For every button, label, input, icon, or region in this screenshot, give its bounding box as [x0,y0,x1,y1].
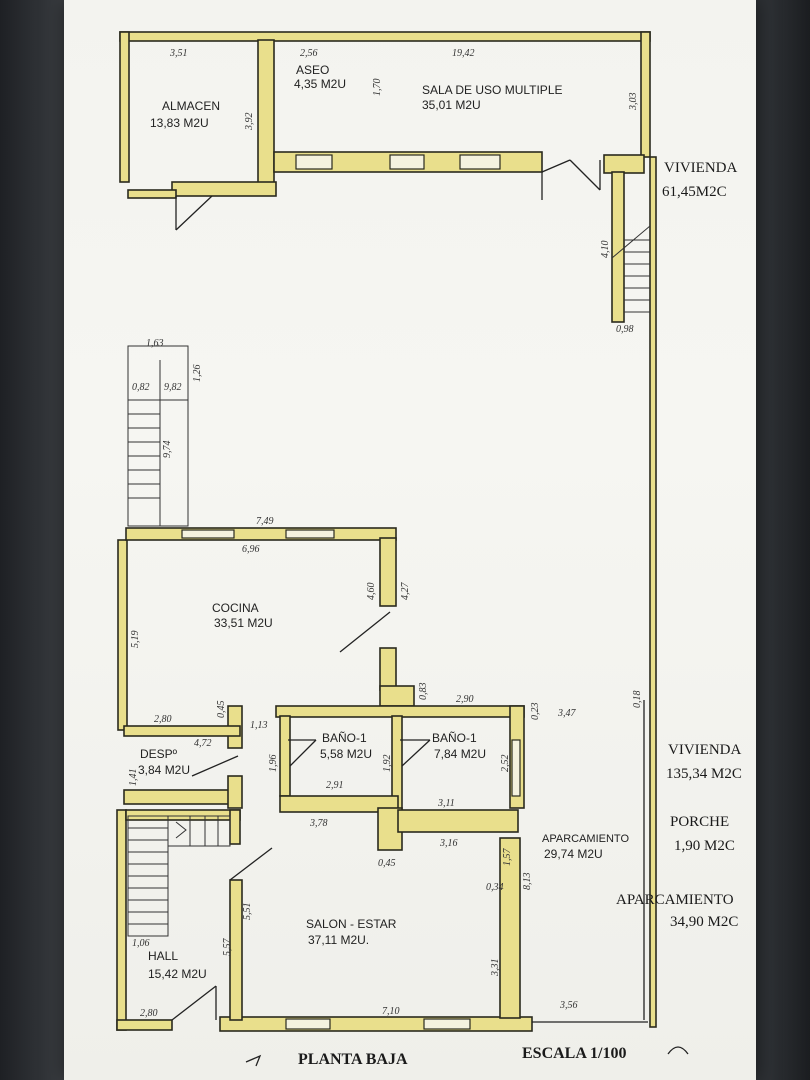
room-bano1-name: BAÑO-1 [322,731,367,745]
side-vivienda1-name: VIVIENDA [664,160,737,176]
dim-label: 1,63 [146,338,164,349]
dim-label: 0,18 [632,691,643,709]
room-aparc-area: 29,74 M2U [544,847,603,861]
room-aseo-name: ASEO [296,63,329,77]
door-swings [171,159,648,1023]
dim-label: 3,56 [559,1000,578,1011]
dim-label: 1,92 [382,755,393,773]
dim-label: 4,10 [600,241,611,259]
dim-label: 4,72 [194,738,212,749]
dim-label: 1,26 [192,365,203,383]
side-vivienda2-name: VIVIENDA [668,742,741,758]
room-hall-name: HALL [148,949,178,963]
dim-label: 1,70 [372,79,383,97]
salon-walls [125,809,521,1030]
room-labels: ALMACEN 13,83 M2U ASEO 4,35 M2U SALA DE … [138,63,629,981]
kitchen-walls [123,527,525,809]
dim-label: 19,42 [452,48,475,59]
dim-label: 2,90 [456,694,474,705]
dim-label: 3,92 [244,113,255,132]
dim-label: 2,80 [154,714,172,725]
dim-label: 0,83 [418,683,429,701]
dim-label: 0,34 [486,882,504,893]
stairs-right [611,225,651,313]
room-bano1-area: 5,58 M2U [320,747,372,761]
dim-label: 3,47 [557,708,577,719]
room-sala-area: 35,01 M2U [422,98,481,112]
side-aparcamiento-name: APARCAMIENTO [616,892,734,908]
dim-label: 3,31 [490,959,501,978]
dim-label: 5,57 [222,938,233,957]
stamp-mark-icon [667,1046,689,1055]
dim-label: 0,45 [216,701,227,719]
plan-title: PLANTA BAJA [298,1051,408,1068]
dim-label: 2,80 [140,1008,158,1019]
dim-label: 0,45 [378,858,396,869]
room-bano2-area: 7,84 M2U [434,747,486,761]
room-aseo-area: 4,35 M2U [294,77,346,91]
plan-scale: ESCALA 1/100 [522,1045,626,1062]
room-desp-name: DESPº [140,747,178,761]
room-sala-name: SALA DE USO MULTIPLE [422,83,563,97]
dim-label: 3,78 [309,818,328,829]
dim-label: 2,52 [500,755,511,773]
dim-label: 3,03 [628,93,639,112]
room-cocina-name: COCINA [212,601,259,615]
dim-label: 2,56 [300,48,318,59]
room-almacen-area: 13,83 M2U [150,116,209,130]
dim-label: 0,82 [132,382,150,393]
dimension-labels: 3,51 2,56 19,42 3,92 1,70 3,03 4,10 0,98… [128,48,643,1019]
stairs-hall [127,815,231,937]
dim-label: 7,10 [382,1006,400,1017]
room-salon-name: SALON - ESTAR [306,917,397,931]
dim-label: 6,96 [242,544,260,555]
upper-walls [127,39,645,323]
footer: PLANTA BAJA ESCALA 1/100 [245,1045,689,1068]
dim-label: 0,98 [616,324,634,335]
room-cocina-area: 33,51 M2U [214,616,273,630]
dim-label: 3,11 [437,798,455,809]
dim-label: 2,91 [326,780,344,791]
dim-label: 1,96 [268,755,279,773]
side-aparcamiento-area: 34,90 M2C [670,914,738,930]
dim-label: 5,19 [130,631,141,649]
north-arrow-icon [245,1054,262,1067]
side-porche-name: PORCHE [670,814,729,830]
side-labels: VIVIENDA 61,45M2C VIVIENDA 135,34 M2C PO… [616,160,742,930]
room-desp-area: 3,84 M2U [138,763,190,777]
dim-label: 1,13 [250,720,268,731]
room-hall-area: 15,42 M2U [148,967,207,981]
dim-label: 8,13 [522,873,533,891]
side-porche-area: 1,90 M2C [674,838,735,854]
upper-windows [295,154,501,170]
dim-label: 0,23 [530,703,541,721]
room-almacen-name: ALMACEN [162,99,220,113]
room-salon-area: 37,11 M2U. [308,933,369,947]
dim-label: 5,51 [242,903,253,921]
dim-label: 1,06 [132,938,150,949]
dim-label: 7,49 [256,516,274,527]
dim-label: 1,57 [502,848,513,867]
stairs-left [127,345,189,527]
room-aparc-name: APARCAMIENTO [542,833,629,845]
side-vivienda1-area: 61,45M2C [662,184,727,200]
side-vivienda2-area: 135,34 M2C [666,766,742,782]
room-bano2-name: BAÑO-1 [432,731,477,745]
dim-label: 4,60 [366,583,377,601]
bath-walls [279,705,525,851]
dim-label: 3,16 [439,838,458,849]
dim-label: 9,82 [164,382,182,393]
dim-label: 3,51 [169,48,188,59]
dim-label: 1,41 [128,769,139,787]
dim-label: 9,74 [162,441,173,459]
dim-label: 4,27 [400,582,411,601]
